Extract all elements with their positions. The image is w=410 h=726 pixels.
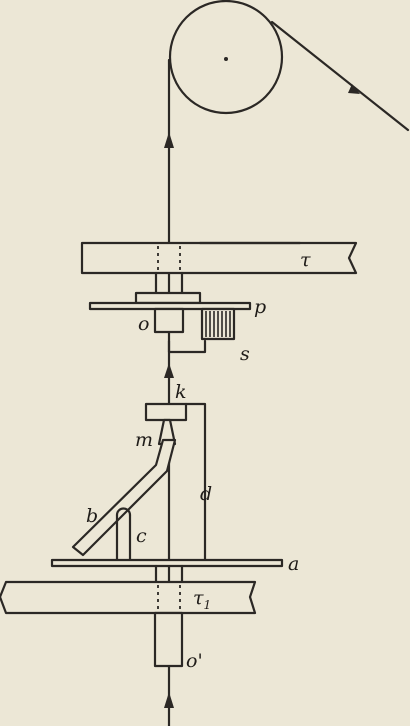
label-s: s — [240, 343, 250, 365]
support-c — [115, 507, 132, 562]
thread-arrow-up-bottom — [164, 692, 174, 708]
plate-tau1 — [0, 580, 257, 615]
block-k — [144, 402, 188, 422]
label-k: k — [175, 381, 187, 403]
label-d: d — [200, 483, 212, 505]
thread-arrow-up-middle — [164, 363, 174, 378]
label-b: b — [86, 505, 98, 527]
label-a: a — [288, 553, 299, 575]
disc-p — [88, 291, 252, 334]
label-o: o — [138, 313, 149, 335]
arm-b — [71, 438, 177, 557]
label-o-prime: o' — [186, 650, 203, 672]
thread-arrow-up-top — [164, 132, 174, 148]
plate-a — [50, 558, 284, 568]
lower-spindle — [153, 611, 184, 668]
pulley — [168, 0, 284, 115]
label-tau1: τ1 — [193, 587, 211, 612]
label-tau: τ — [300, 249, 311, 271]
middle-spindle — [154, 564, 184, 584]
label-p: p — [254, 296, 266, 318]
rod-d — [184, 402, 207, 564]
upper-spindle — [154, 271, 184, 295]
plate-tau — [80, 241, 358, 275]
label-m: m — [135, 429, 153, 451]
label-c: c — [136, 525, 147, 547]
thread-outgoing — [270, 20, 410, 132]
spool-s — [200, 307, 236, 341]
thread-arrow-right — [348, 84, 360, 94]
hub-bracket — [167, 339, 207, 354]
